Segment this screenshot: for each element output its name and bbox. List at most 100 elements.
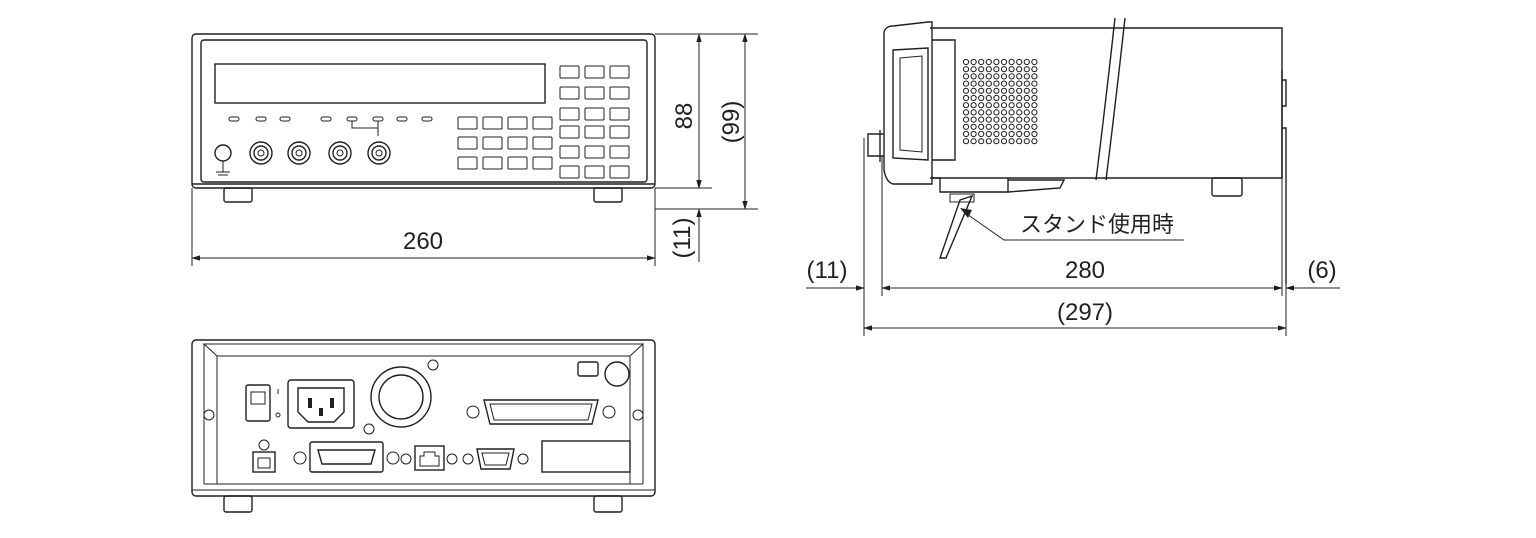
vent-hole bbox=[970, 116, 977, 123]
vent-hole bbox=[970, 66, 977, 73]
vent-hole bbox=[985, 66, 992, 73]
vent-hole bbox=[962, 102, 970, 109]
option-slot bbox=[541, 440, 631, 473]
vent-hole bbox=[985, 73, 992, 80]
vent-hole bbox=[1023, 102, 1030, 109]
vent-hole bbox=[1000, 58, 1008, 66]
keypad-key bbox=[584, 107, 605, 121]
vent-hole bbox=[1016, 87, 1023, 94]
vent-hole bbox=[962, 109, 970, 116]
vent-hole bbox=[1000, 66, 1008, 73]
vent-hole bbox=[970, 80, 977, 87]
vent-hole bbox=[978, 130, 985, 138]
vent-hole bbox=[1008, 109, 1015, 116]
stand-label: スタンド使用時 bbox=[1020, 213, 1174, 238]
keypad-key bbox=[559, 86, 580, 100]
vent-hole bbox=[1016, 102, 1023, 109]
vent-hole bbox=[970, 138, 977, 145]
vent-hole bbox=[962, 138, 970, 145]
keypad-key bbox=[609, 65, 630, 79]
vent-hole bbox=[1008, 80, 1015, 87]
vent-hole bbox=[978, 123, 985, 130]
vent-hole bbox=[978, 80, 985, 87]
dim-height-total-label: (99) bbox=[718, 101, 745, 144]
keypad-key bbox=[584, 86, 605, 100]
vent-hole bbox=[970, 123, 977, 130]
vent-hole bbox=[1031, 109, 1038, 116]
rs232c-connector bbox=[462, 448, 529, 470]
vent-hole bbox=[978, 109, 985, 116]
keypad-key bbox=[584, 125, 605, 139]
vent-hole bbox=[978, 138, 985, 145]
ground-terminal bbox=[214, 144, 232, 176]
keypad-key bbox=[609, 165, 630, 179]
vent-hole bbox=[1031, 73, 1038, 80]
vent-hole bbox=[962, 58, 970, 66]
keypad-key bbox=[457, 136, 478, 150]
keypad-key bbox=[609, 86, 630, 100]
keypad-key bbox=[559, 65, 580, 79]
keypad-key bbox=[507, 136, 528, 150]
vent-hole bbox=[993, 87, 1000, 94]
vent-hole bbox=[1008, 102, 1015, 109]
vent-hole bbox=[1023, 73, 1030, 80]
vent-hole bbox=[1000, 73, 1008, 80]
vent-hole bbox=[1016, 130, 1023, 138]
vent-hole bbox=[1016, 80, 1023, 87]
vent-hole bbox=[993, 123, 1000, 130]
vent-hole bbox=[985, 138, 992, 145]
side-view: スタンド使用時 bbox=[867, 17, 1287, 284]
vent-hole bbox=[985, 102, 992, 109]
vent-hole bbox=[1016, 58, 1023, 66]
vent-hole bbox=[1031, 138, 1038, 145]
keypad-key bbox=[457, 116, 478, 130]
vent-hole bbox=[1023, 66, 1030, 73]
vent-hole bbox=[962, 130, 970, 138]
vent-hole bbox=[1023, 58, 1030, 66]
vent-hole bbox=[993, 109, 1000, 116]
vent-hole bbox=[993, 94, 1000, 102]
keypad-key bbox=[532, 156, 553, 170]
keypad-key bbox=[482, 156, 503, 170]
vent-hole bbox=[1016, 73, 1023, 80]
keypad-key bbox=[609, 145, 630, 159]
front-dimensions: 260 88 (99) (11) bbox=[191, 33, 758, 266]
vent-hole bbox=[1023, 87, 1030, 94]
vent-hole bbox=[1031, 66, 1038, 73]
vent-hole bbox=[1031, 87, 1038, 94]
keypad-key bbox=[482, 136, 503, 150]
dim-rear-protrusion-label: (6) bbox=[1307, 257, 1336, 284]
keypad-key bbox=[609, 107, 630, 121]
vent-hole bbox=[1023, 123, 1030, 130]
dim-total-depth-label: (297) bbox=[1057, 299, 1113, 326]
vent-hole bbox=[1008, 87, 1015, 94]
vent-hole bbox=[1016, 94, 1023, 102]
dim-depth-label: 280 bbox=[1065, 257, 1105, 284]
vent-hole bbox=[1016, 109, 1023, 116]
vent-hole bbox=[993, 138, 1000, 145]
vent-hole bbox=[1008, 94, 1015, 102]
vent-hole bbox=[985, 58, 992, 66]
keypad-key bbox=[584, 145, 605, 159]
vent-hole bbox=[1031, 102, 1038, 109]
rear-view bbox=[191, 339, 656, 513]
vent-hole bbox=[985, 87, 992, 94]
vent-hole bbox=[1031, 116, 1038, 123]
vent-hole bbox=[1000, 102, 1008, 109]
keypad-key bbox=[559, 145, 580, 159]
vent-hole bbox=[1008, 66, 1015, 73]
vent-hole bbox=[1031, 130, 1038, 138]
bnc-connectors bbox=[249, 141, 391, 165]
vent-hole bbox=[962, 116, 970, 123]
keypad-key bbox=[559, 125, 580, 139]
lan-port bbox=[400, 445, 458, 471]
vent-hole bbox=[1023, 94, 1030, 102]
keypad-key bbox=[584, 165, 605, 179]
vent-hole bbox=[1000, 123, 1008, 130]
vent-hole bbox=[1023, 130, 1030, 138]
vent-hole bbox=[1016, 116, 1023, 123]
vent-hole bbox=[970, 73, 977, 80]
vent-hole bbox=[962, 94, 970, 102]
dim-foot-height-label: (11) bbox=[669, 218, 696, 259]
